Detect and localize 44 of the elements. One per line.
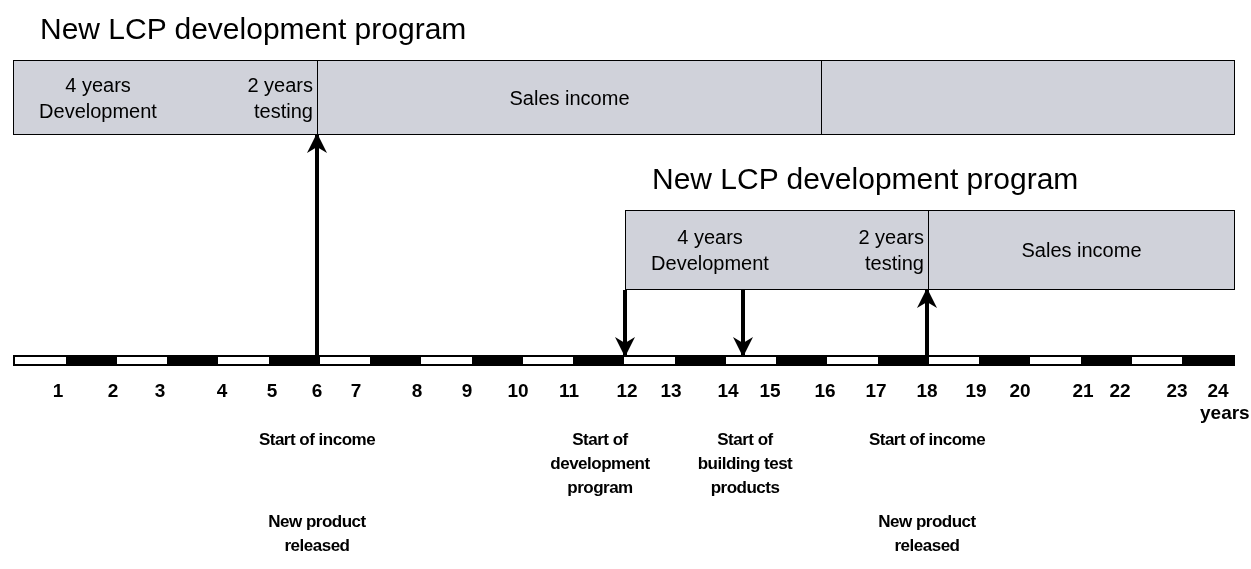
year-tick-label: 2 bbox=[107, 380, 119, 402]
phase-label: 2 years testing bbox=[246, 72, 313, 124]
arrow bbox=[917, 288, 937, 355]
year-tick-label: 24 bbox=[1207, 380, 1229, 402]
year-tick-label: 16 bbox=[814, 380, 836, 402]
event-note: Start of income bbox=[868, 429, 986, 451]
arrow bbox=[733, 288, 753, 357]
year-tick-label: 11 bbox=[558, 380, 580, 402]
year-tick-label: 15 bbox=[759, 380, 781, 402]
year-tick-label: 23 bbox=[1166, 380, 1188, 402]
phase-label: 2 years testing bbox=[857, 225, 924, 276]
year-tick-label: 5 bbox=[266, 380, 278, 402]
phase-label: 4 years Development bbox=[38, 72, 158, 124]
program-title: New LCP development program bbox=[652, 161, 1079, 197]
event-note: Start of building test products bbox=[696, 429, 794, 499]
year-tick-label: 3 bbox=[154, 380, 166, 402]
event-note: New product released bbox=[877, 511, 977, 557]
event-note: New product released bbox=[267, 511, 367, 557]
year-tick-label: 17 bbox=[865, 380, 887, 402]
year-tick-label: 4 bbox=[216, 380, 228, 402]
phase-label: Sales income bbox=[509, 85, 630, 111]
event-note: Start of development program bbox=[549, 429, 651, 499]
year-tick-label: 20 bbox=[1009, 380, 1031, 402]
timeline-bar bbox=[13, 355, 1235, 366]
year-tick-label: 21 bbox=[1072, 380, 1094, 402]
axis-unit-label: years bbox=[1200, 402, 1250, 424]
year-tick-label: 8 bbox=[411, 380, 423, 402]
year-tick-label: 7 bbox=[350, 380, 362, 402]
year-tick-label: 14 bbox=[717, 380, 739, 402]
year-tick-label: 9 bbox=[461, 380, 473, 402]
year-tick-label: 12 bbox=[616, 380, 638, 402]
year-tick-label: 1 bbox=[52, 380, 64, 402]
year-tick-label: 19 bbox=[965, 380, 987, 402]
year-tick-label: 18 bbox=[916, 380, 938, 402]
year-tick-label: 6 bbox=[311, 380, 323, 402]
event-note: Start of income bbox=[258, 429, 376, 451]
phase-label: 4 years Development bbox=[650, 225, 770, 276]
phase-label: Sales income bbox=[1021, 238, 1142, 263]
year-tick-label: 10 bbox=[507, 380, 529, 402]
arrow bbox=[615, 290, 635, 357]
arrow bbox=[307, 133, 327, 355]
year-tick-label: 22 bbox=[1109, 380, 1131, 402]
year-tick-label: 13 bbox=[660, 380, 682, 402]
program-title: New LCP development program bbox=[40, 11, 467, 47]
